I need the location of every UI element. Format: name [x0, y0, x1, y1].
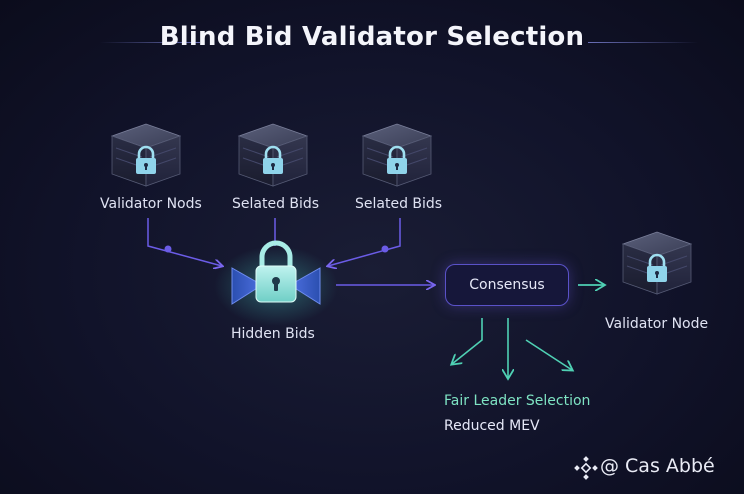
arrow-outcome-right [526, 340, 572, 370]
consensus-node: Consensus [445, 264, 569, 306]
outcome-fair-leader: Fair Leader Selection [444, 393, 590, 409]
server-lock-icon [239, 124, 307, 186]
diagram-title: Blind Bid Validator Selection [0, 22, 744, 52]
label-selated-bids-2: Selated Bids [355, 196, 442, 212]
label-selated-bids-1: Selated Bids [232, 196, 319, 212]
label-validator-node: Validator Node [605, 316, 708, 332]
envelope-lock-icon [214, 243, 338, 326]
connector-validator-to-hidden [148, 218, 222, 266]
watermark-text: @ Cas Abbé [600, 455, 715, 477]
connector-dot [165, 246, 172, 253]
label-hidden-bids: Hidden Bids [231, 326, 315, 342]
arrow-outcome-left [452, 318, 482, 364]
server-lock-icon [363, 124, 431, 186]
outcome-reduced-mev: Reduced MEV [444, 418, 540, 434]
connector-dot [382, 246, 389, 253]
watermark: @ Cas Abbé [572, 455, 715, 477]
server-lock-icon [623, 232, 691, 294]
server-lock-icon [112, 124, 180, 186]
connector-bids-right-to-hidden [328, 218, 400, 266]
label-validator-nods: Validator Nods [100, 196, 202, 212]
